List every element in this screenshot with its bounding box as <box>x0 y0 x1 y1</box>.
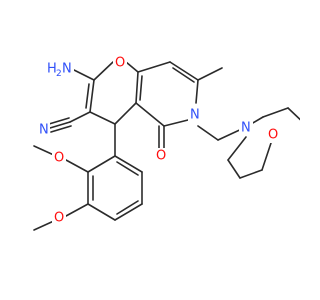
bond <box>195 79 199 104</box>
nitrile-n-label: N <box>39 123 49 138</box>
bond <box>227 136 247 161</box>
bond <box>69 111 91 123</box>
bond <box>287 107 300 121</box>
bond <box>48 117 70 125</box>
bond <box>227 159 241 179</box>
bond <box>85 83 90 109</box>
bond <box>197 67 223 81</box>
bond <box>116 200 139 215</box>
pyran-oxygen-label: O <box>115 56 125 71</box>
bond <box>172 67 195 83</box>
bond <box>163 119 189 127</box>
carbonyl-oxygen-label: O <box>156 149 166 164</box>
bond <box>262 107 289 118</box>
bond <box>261 139 273 171</box>
morpholine-oxygen-label: O <box>268 128 278 143</box>
bond <box>89 111 116 125</box>
bond <box>116 161 139 176</box>
atom-labels: H 2 N N O N O N O O O <box>37 55 280 226</box>
methoxy-oxygen-label-1: O <box>54 151 64 166</box>
bond <box>169 61 199 81</box>
bond <box>114 155 143 173</box>
bond <box>93 61 114 81</box>
bond <box>114 102 137 125</box>
amino-h-label: H <box>47 62 57 77</box>
bond <box>197 125 219 141</box>
bond <box>135 71 139 104</box>
bond <box>49 121 71 129</box>
bond <box>139 75 143 101</box>
bond <box>114 203 143 221</box>
bond <box>87 155 116 173</box>
morpholine-n-label: N <box>241 121 251 136</box>
bond <box>89 79 95 113</box>
molecular-structure-diagram: H 2 N N O N O N O O O <box>33 55 300 231</box>
bond <box>87 203 116 221</box>
bond <box>135 102 165 127</box>
amino-n-label: N <box>62 62 72 77</box>
bond <box>137 61 171 73</box>
bond <box>73 69 95 81</box>
bond <box>239 169 263 179</box>
bond <box>50 125 72 133</box>
pyridone-n-label: N <box>190 108 200 123</box>
bond <box>125 61 139 73</box>
bond <box>65 203 89 217</box>
amino-subscript-label: 2 <box>56 69 62 79</box>
bond-lines <box>33 61 300 231</box>
bond <box>65 159 89 173</box>
methoxy-oxygen-label-2: O <box>54 211 64 226</box>
